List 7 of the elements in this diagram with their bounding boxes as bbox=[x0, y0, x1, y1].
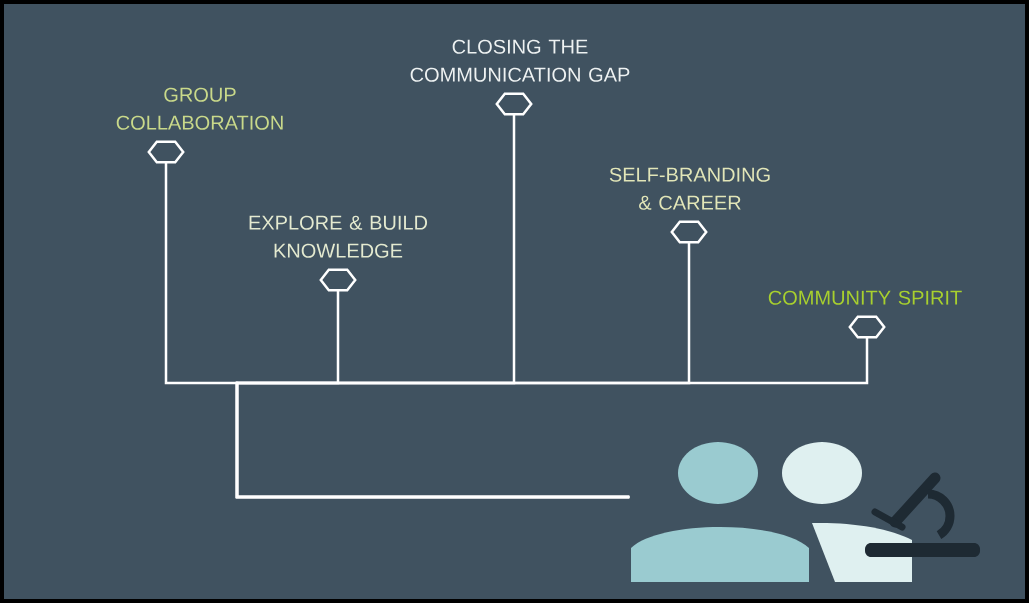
label-text: GROUP COLLABORATION bbox=[116, 87, 283, 130]
label-text: SELF-BRANDING & CAREER bbox=[609, 167, 770, 210]
connector-line bbox=[235, 337, 869, 499]
people-drawing bbox=[631, 442, 912, 582]
label-text: CLOSING THE COMMUNICATION GAP bbox=[410, 39, 630, 82]
label-text: COMMUNITY SPIRIT bbox=[768, 290, 962, 305]
label-text: EXPLORE & BUILD KNOWLEDGE bbox=[249, 215, 428, 258]
